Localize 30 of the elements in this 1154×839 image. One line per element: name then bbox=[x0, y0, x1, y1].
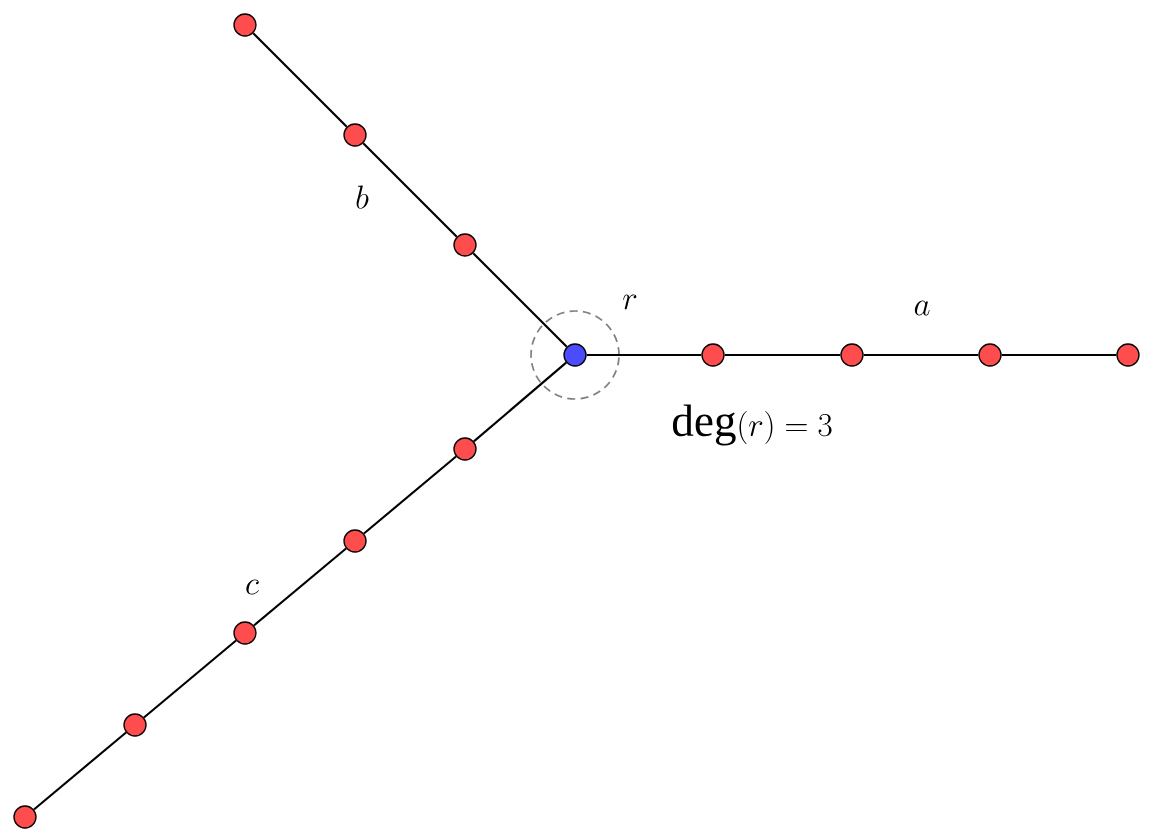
branch-label: $b$ bbox=[356, 185, 369, 209]
branch-label: $c$ bbox=[246, 579, 259, 595]
edge bbox=[472, 252, 568, 348]
edge bbox=[363, 455, 457, 535]
vertex bbox=[453, 233, 477, 257]
vertex bbox=[978, 343, 1002, 367]
edge bbox=[33, 731, 127, 811]
vertex bbox=[343, 529, 367, 553]
vertex bbox=[1116, 343, 1140, 367]
edge bbox=[362, 142, 458, 238]
edge bbox=[143, 639, 237, 719]
edge bbox=[863, 353, 979, 357]
vertex bbox=[13, 805, 37, 829]
vertex bbox=[123, 713, 147, 737]
edge bbox=[473, 361, 567, 443]
vertex bbox=[233, 13, 257, 37]
root-vertex bbox=[563, 343, 587, 367]
degree-label: $\deg(r) = 3$ bbox=[672, 404, 832, 446]
vertex bbox=[343, 123, 367, 147]
vertex bbox=[701, 343, 725, 367]
vertex bbox=[453, 437, 477, 461]
vertex bbox=[840, 343, 864, 367]
vertex bbox=[233, 621, 257, 645]
edge bbox=[724, 353, 841, 357]
edge bbox=[586, 353, 702, 357]
vertex-label: $r$ bbox=[623, 294, 637, 310]
edge bbox=[1001, 353, 1117, 357]
edge bbox=[252, 32, 348, 128]
branch-label: $a$ bbox=[914, 300, 930, 316]
edge bbox=[253, 547, 347, 627]
